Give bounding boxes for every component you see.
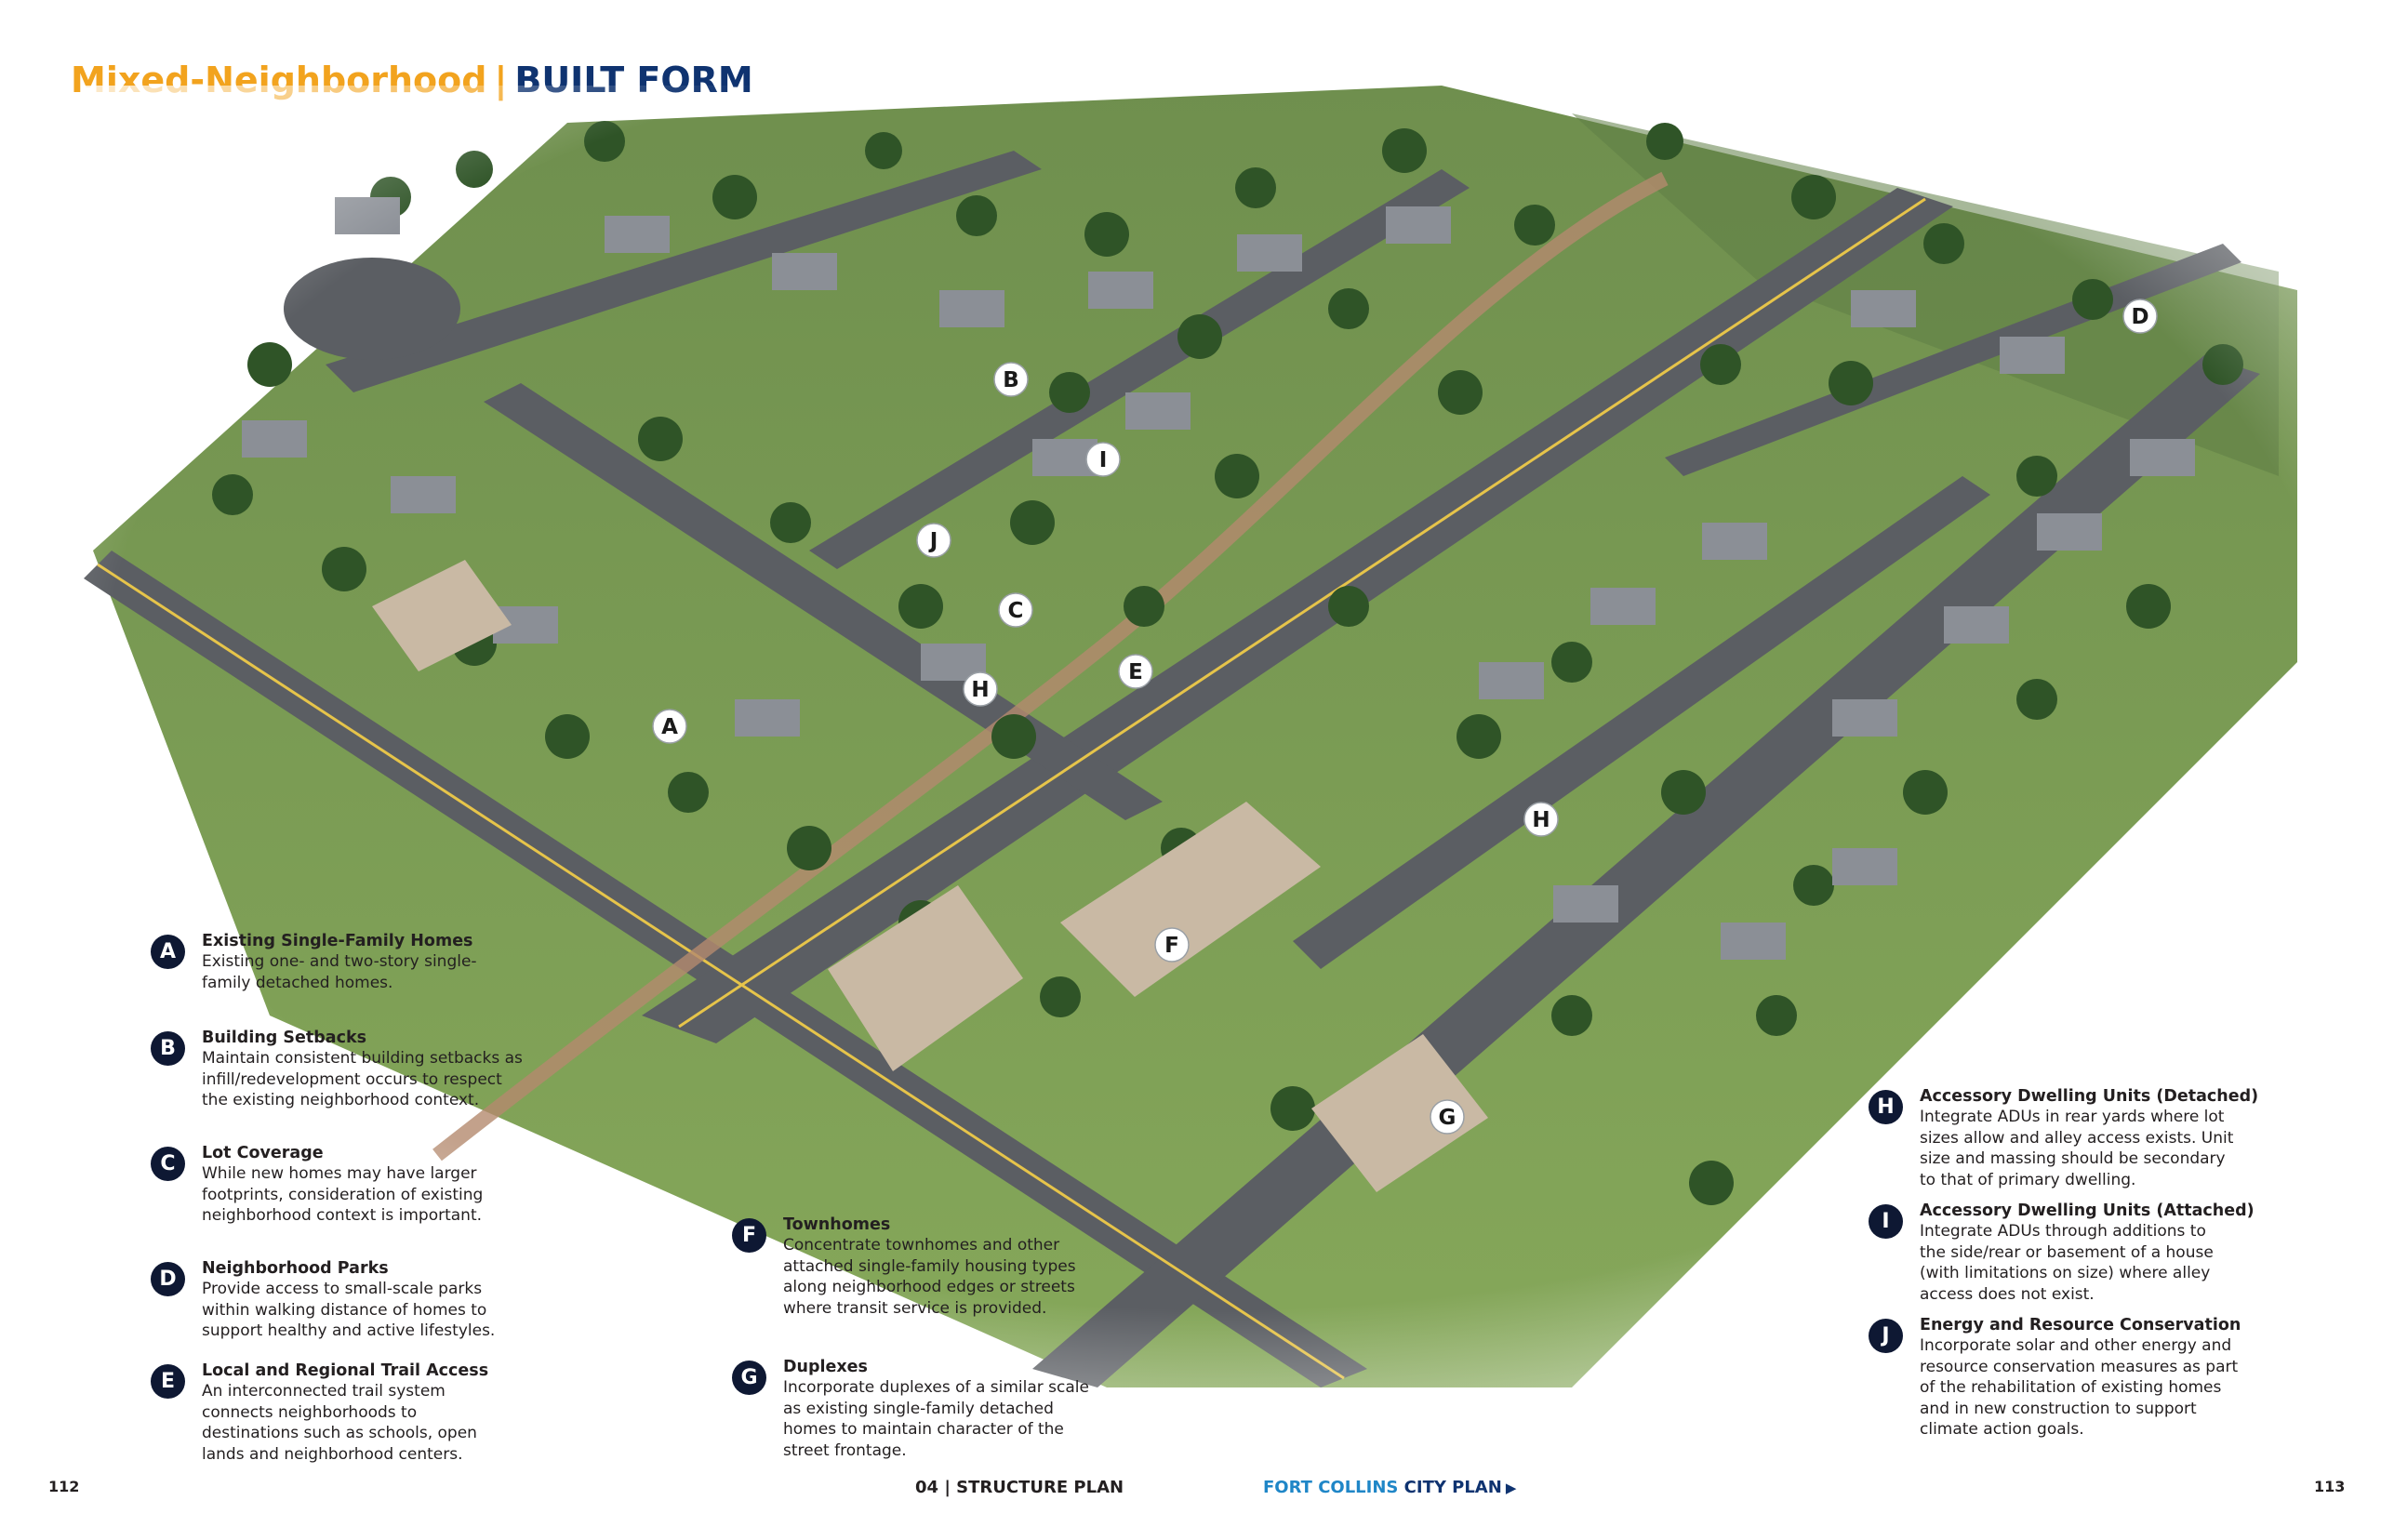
legend-badge-h: H: [1869, 1090, 1903, 1124]
brand-footer: FORT COLLINS CITY PLAN▶: [1263, 1478, 1516, 1497]
legend-title: Accessory Dwelling Units (Detached): [1920, 1087, 2259, 1106]
legend-badge-g: G: [732, 1361, 766, 1395]
map-markers: A B C D E F G H H H I J: [84, 86, 2158, 1135]
marker-a: A: [652, 709, 687, 744]
svg-text:B: B: [1003, 368, 1019, 392]
marker-d: D: [2122, 299, 2158, 334]
svg-text:A: A: [661, 715, 678, 739]
legend-title: Building Setbacks: [202, 1029, 366, 1047]
legend-description: Incorporate duplexes of a similar scale …: [783, 1378, 1089, 1460]
marker-f: F: [1154, 927, 1190, 962]
legend-description: While new homes may have larger footprin…: [202, 1164, 484, 1225]
svg-text:F: F: [1164, 934, 1179, 958]
legend-badge-f: F: [732, 1218, 766, 1253]
legend-title: Duplexes: [783, 1358, 868, 1376]
svg-text:I: I: [1099, 448, 1108, 472]
section-label: 04 | STRUCTURE PLAN: [915, 1478, 1124, 1497]
legend-description: Integrate ADUs through additions to the …: [1920, 1222, 2214, 1304]
legend-title: Local and Regional Trail Access: [202, 1361, 489, 1380]
legend-item-g: G Duplexes Incorporate duplexes of a sim…: [732, 1357, 1123, 1461]
svg-text:J: J: [928, 529, 938, 553]
svg-text:G: G: [1439, 1106, 1457, 1130]
page-number-left: 112: [48, 1478, 80, 1495]
legend-title: Energy and Resource Conservation: [1920, 1316, 2241, 1334]
legend-badge-j: J: [1869, 1319, 1903, 1353]
marker-e: E: [1118, 654, 1153, 689]
legend-item-b: B Building Setbacks Maintain consistent …: [151, 1028, 541, 1111]
legend-description: Maintain consistent building setbacks as…: [202, 1049, 523, 1109]
legend-item-j: J Energy and Resource Conservation Incor…: [1869, 1315, 2259, 1440]
legend-title: Lot Coverage: [202, 1144, 324, 1162]
legend-item-d: D Neighborhood Parks Provide access to s…: [151, 1258, 541, 1342]
legend-badge-a: A: [151, 935, 185, 969]
page-number-right: 113: [2314, 1478, 2346, 1495]
legend-title: Existing Single-Family Homes: [202, 932, 473, 950]
svg-text:H: H: [84, 86, 93, 91]
legend-description: Incorporate solar and other energy and r…: [1920, 1336, 2239, 1439]
play-arrow-icon: ▶: [1505, 1480, 1517, 1496]
legend-item-i: I Accessory Dwelling Units (Attached) In…: [1869, 1201, 2259, 1305]
marker-h-1: H: [963, 671, 998, 707]
legend-title: Townhomes: [783, 1215, 891, 1234]
legend-description: Concentrate townhomes and other attached…: [783, 1236, 1076, 1318]
svg-text:H: H: [971, 678, 989, 702]
svg-text:H: H: [1532, 808, 1550, 832]
marker-b: B: [993, 362, 1029, 397]
svg-text:E: E: [1128, 660, 1143, 684]
legend-item-h: H Accessory Dwelling Units (Detached) In…: [1869, 1086, 2259, 1190]
brand-fort-collins: FORT COLLINS: [1263, 1478, 1399, 1497]
legend-badge-e: E: [151, 1364, 185, 1399]
legend-description: An interconnected trail system connects …: [202, 1382, 477, 1464]
legend-item-f: F Townhomes Concentrate townhomes and ot…: [732, 1215, 1123, 1319]
legend-title: Accessory Dwelling Units (Attached): [1920, 1201, 2255, 1220]
marker-g: G: [1430, 1099, 1465, 1135]
legend-item-e: E Local and Regional Trail Access An int…: [151, 1361, 541, 1465]
legend-description: Provide access to small-scale parks with…: [202, 1280, 496, 1340]
legend-title: Neighborhood Parks: [202, 1259, 389, 1278]
brand-city-plan: CITY PLAN: [1403, 1478, 1502, 1497]
svg-text:C: C: [1008, 599, 1024, 623]
legend-description: Integrate ADUs in rear yards where lot s…: [1920, 1108, 2234, 1189]
legend-badge-b: B: [151, 1031, 185, 1066]
legend-item-c: C Lot Coverage While new homes may have …: [151, 1143, 541, 1227]
marker-i: I: [1085, 442, 1121, 477]
aerial-neighborhood-illustration: A B C D E F G H H H I J: [84, 86, 2353, 1387]
legend-description: Existing one- and two-story single- fami…: [202, 952, 477, 992]
marker-h-2: H: [1523, 802, 1559, 837]
legend-badge-d: D: [151, 1262, 185, 1296]
marker-c: C: [998, 592, 1033, 628]
legend-badge-c: C: [151, 1147, 185, 1181]
svg-text:D: D: [2131, 305, 2148, 329]
legend-badge-i: I: [1869, 1204, 1903, 1239]
marker-j: J: [916, 523, 951, 558]
legend-item-a: A Existing Single-Family Homes Existing …: [151, 931, 541, 993]
